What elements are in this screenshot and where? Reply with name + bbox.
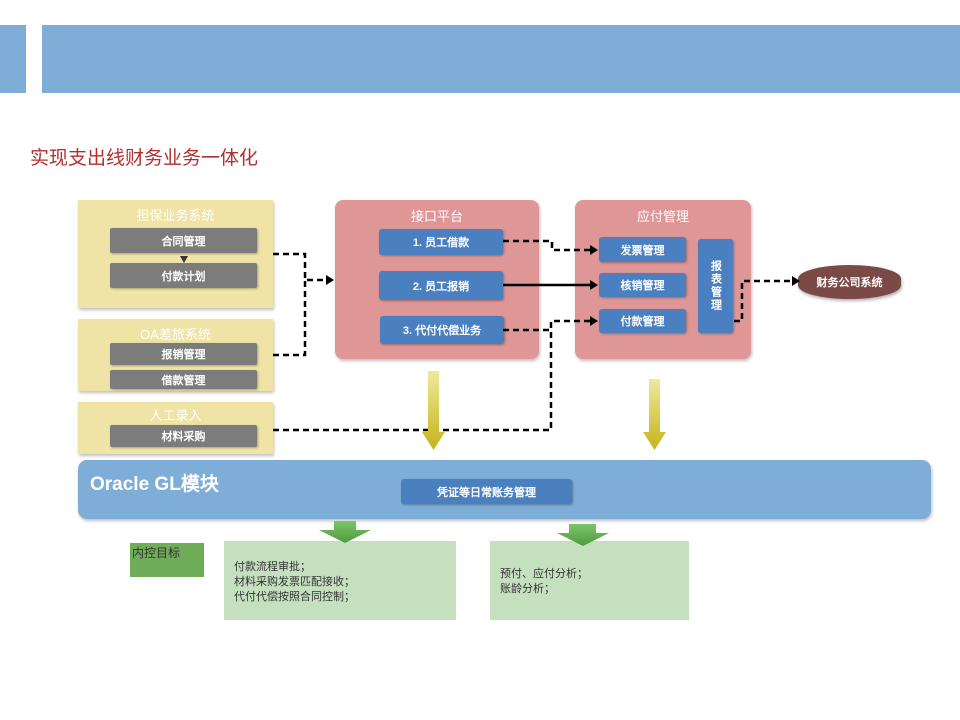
payable-management-box: 应付管理 发票管理 核销管理 付款管理 报表管理	[575, 200, 751, 359]
control-left-item: 材料采购发票匹配接收；	[234, 576, 355, 588]
employee-loan-button[interactable]: 1. 员工借款	[379, 229, 503, 255]
interface-to-gl-arrow	[422, 371, 445, 450]
header-accent-bar	[0, 25, 26, 93]
oa-travel-system-box: OA差旅系统 报销管理 借款管理	[78, 319, 273, 391]
control-left-item: 付款流程审批；	[234, 561, 311, 573]
oracle-gl-title: Oracle GL模块	[90, 474, 219, 495]
voucher-management-button[interactable]: 凭证等日常账务管理	[401, 479, 572, 504]
manual-entry-box: 人工录入 材料采购	[78, 402, 273, 454]
interface-platform-title: 接口平台	[410, 209, 463, 224]
report-management-button[interactable]: 报表管理	[698, 239, 733, 333]
external-arrowhead	[792, 276, 800, 286]
contract-management-button[interactable]: 合同管理	[110, 228, 257, 253]
loan-management-button[interactable]: 借款管理	[110, 370, 257, 389]
manual-to-payment-link	[273, 319, 590, 432]
material-purchase-button[interactable]: 材料采购	[110, 425, 257, 447]
page-title: 实现支出线财务业务一体化	[30, 148, 259, 169]
report-to-external-link	[734, 279, 794, 323]
control-left-item: 代付代偿按照合同控制；	[234, 591, 355, 603]
payment-plan-button[interactable]: 付款计划	[110, 263, 257, 288]
oracle-gl-module-box: Oracle GL模块 凭证等日常账务管理	[78, 460, 931, 519]
reimbursement-management-button[interactable]: 报销管理	[110, 343, 257, 365]
payment-management-button[interactable]: 付款管理	[599, 309, 686, 333]
internal-control-goal-label: 内控目标	[130, 543, 204, 577]
interface-arrowhead	[326, 275, 334, 285]
payable-to-gl-arrow	[643, 379, 666, 450]
interface-platform-box: 接口平台 1. 员工借款 2. 员工报销 3. 代付代偿业务	[335, 200, 539, 359]
guarantee-to-interface-link	[273, 252, 330, 282]
writeoff-arrowhead	[590, 280, 598, 290]
agency-payment-button[interactable]: 3. 代付代偿业务	[380, 316, 504, 344]
guarantee-system-box: 担保业务系统 合同管理 付款计划	[78, 200, 273, 308]
guarantee-system-title: 担保业务系统	[136, 208, 215, 223]
invoice-management-button[interactable]: 发票管理	[599, 237, 686, 262]
manual-entry-title: 人工录入	[149, 408, 202, 423]
loan-to-invoice-link	[503, 239, 590, 252]
control-panel-left: 付款流程审批； 材料采购发票匹配接收； 代付代偿按照合同控制；	[224, 541, 456, 620]
write-off-management-button[interactable]: 核销管理	[599, 273, 686, 297]
oa-system-title: OA差旅系统	[140, 327, 211, 342]
header-banner	[42, 25, 960, 93]
payment-arrowhead	[590, 316, 598, 326]
invoice-arrowhead	[590, 245, 598, 255]
payable-management-title: 应付管理	[636, 209, 689, 224]
finance-company-system[interactable]: 财务公司系统	[798, 265, 901, 299]
control-panel-right: 预付、应付分析； 账龄分析；	[490, 541, 689, 620]
control-right-item: 账龄分析；	[500, 583, 555, 595]
control-right-item: 预付、应付分析；	[500, 568, 588, 580]
contract-to-plan-arrow	[180, 256, 188, 263]
employee-reimbursement-button[interactable]: 2. 员工报销	[379, 271, 503, 300]
gl-to-left-control-arrow	[319, 521, 371, 543]
gl-to-right-control-arrow	[557, 524, 609, 546]
oa-to-interface-link	[273, 280, 307, 357]
